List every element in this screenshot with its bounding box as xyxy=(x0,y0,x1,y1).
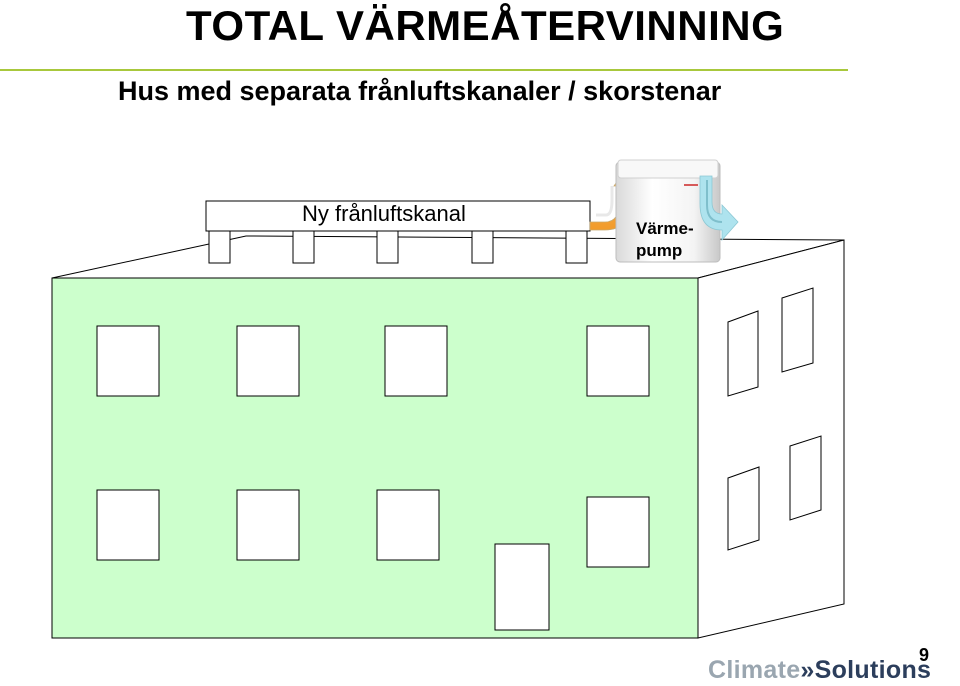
building-side-wall xyxy=(697,239,845,639)
side-window xyxy=(789,435,822,521)
company-logo: Climate»Solutions xyxy=(708,656,931,685)
window xyxy=(236,325,300,397)
heat-pump-label-line1: Värme- xyxy=(636,219,694,238)
window xyxy=(236,489,300,561)
side-window xyxy=(727,466,760,551)
slide-subtitle: Hus med separata frånluftskanaler / skor… xyxy=(118,76,722,106)
window xyxy=(376,489,440,561)
duct-riser xyxy=(292,230,315,264)
cool-air-arrow xyxy=(699,175,739,242)
side-window xyxy=(727,310,759,397)
door xyxy=(494,543,550,631)
window xyxy=(586,496,650,568)
window xyxy=(96,325,160,397)
logo-text-climate: Climate xyxy=(708,656,801,684)
title-rule xyxy=(0,69,848,71)
slide-title: TOTAL VÄRMEÅTERVINNING xyxy=(186,2,785,49)
heat-pump-label: Värme- pump xyxy=(636,218,694,262)
logo-separator: » xyxy=(800,656,815,684)
window xyxy=(586,325,650,397)
window xyxy=(384,325,448,397)
duct-riser xyxy=(471,230,494,264)
window xyxy=(96,489,160,561)
warm-air-shadow xyxy=(596,186,614,217)
page-number: 9 xyxy=(919,645,930,665)
duct-riser xyxy=(565,230,588,264)
heat-pump-top xyxy=(617,159,719,179)
side-window xyxy=(781,287,814,373)
logo-text-solutions: Solutions xyxy=(814,656,932,684)
duct-label: Ny frånluftskanal xyxy=(302,201,466,226)
heat-pump-brand-mark xyxy=(684,184,698,186)
duct-riser xyxy=(208,230,231,264)
duct-riser xyxy=(376,230,399,264)
cool-air-shadow xyxy=(706,180,723,223)
heat-pump-label-line2: pump xyxy=(636,241,683,260)
